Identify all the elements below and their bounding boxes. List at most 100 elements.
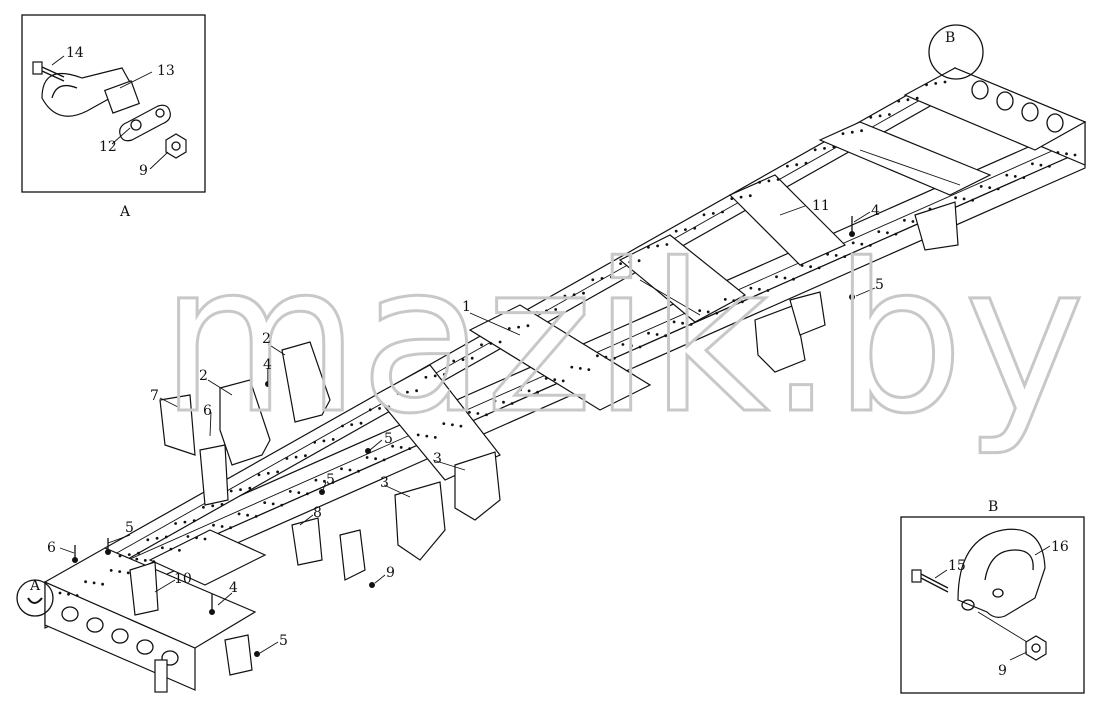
callout-3-upper: 3 xyxy=(433,451,442,467)
rivet-hole xyxy=(776,178,780,181)
rivet-hole xyxy=(313,440,317,444)
rivet-hole xyxy=(783,276,787,280)
rivet-hole xyxy=(485,413,488,417)
rivet-hole xyxy=(665,243,669,246)
rivet-hole xyxy=(851,241,855,245)
rivet-hole xyxy=(647,331,650,335)
rivet-hole xyxy=(689,323,693,326)
rivet-hole xyxy=(609,275,613,279)
rivet-hole xyxy=(535,310,539,314)
rivet-hole xyxy=(711,212,715,215)
inset-a: 14 13 12 9 xyxy=(21,14,206,193)
inset-a-bolt xyxy=(32,61,65,82)
rivet-hole xyxy=(192,519,196,523)
rivet-hole xyxy=(239,488,242,491)
rivet-hole xyxy=(178,548,181,552)
rivet-hole xyxy=(860,129,863,133)
rivet-hole xyxy=(843,255,847,258)
rivet-hole xyxy=(570,365,574,369)
callout-5-crossmember: 5 xyxy=(326,472,335,488)
rivet-hole xyxy=(554,308,558,311)
rivet-hole xyxy=(647,245,650,249)
rivet-hole xyxy=(723,298,727,301)
rivet-hole xyxy=(359,421,363,425)
rivet-hole xyxy=(758,287,761,291)
rivet-hole xyxy=(75,594,79,597)
rivet-hole xyxy=(118,554,122,558)
rivet-hole xyxy=(137,551,140,555)
rivet-hole xyxy=(684,228,687,232)
rivet-hole xyxy=(925,83,928,87)
rivet-hole xyxy=(229,526,233,530)
callout-3-lower: 3 xyxy=(380,475,389,491)
rail-holes xyxy=(58,80,1077,597)
rivet-hole xyxy=(915,96,919,100)
inset-b-label-15: 15 xyxy=(948,558,966,574)
rivet-hole xyxy=(126,571,130,575)
rivet-hole xyxy=(962,197,966,201)
rivet-hole xyxy=(461,358,465,361)
rivet-hole xyxy=(322,439,326,443)
callout-11: 11 xyxy=(812,198,830,214)
rivet-hole xyxy=(517,325,520,329)
callout-7: 7 xyxy=(150,388,159,404)
rivet-hole xyxy=(1022,176,1026,180)
rivet-hole xyxy=(600,277,604,280)
rivet-hole xyxy=(943,80,947,84)
rivet-hole xyxy=(498,340,502,344)
callout-5-mid: 5 xyxy=(384,431,393,447)
rivet-hole xyxy=(280,503,284,507)
rivet-hole xyxy=(1048,164,1051,168)
rivet-hole xyxy=(572,293,576,296)
rivet-hole xyxy=(285,457,289,460)
rivet-hole xyxy=(350,423,354,426)
rivet-hole xyxy=(229,489,233,493)
rivet-hole xyxy=(954,196,957,200)
rivet-hole xyxy=(786,164,789,168)
rivet-hole xyxy=(795,163,799,167)
rivet-hole xyxy=(741,300,744,304)
callout-circle-a: A xyxy=(29,578,41,594)
rivet-hole xyxy=(341,424,344,428)
inset-a-nut xyxy=(165,133,187,159)
rivet-hole xyxy=(84,580,87,584)
rivet-hole xyxy=(433,374,437,378)
rivet-hole xyxy=(979,185,983,188)
rivet-hole xyxy=(878,114,882,118)
rivet-hole xyxy=(212,523,215,527)
rivet-hole xyxy=(637,259,641,263)
rear-crossmember xyxy=(903,67,1087,166)
rivet-hole xyxy=(553,378,557,381)
rivet-hole xyxy=(408,447,412,450)
rivet-hole xyxy=(587,368,591,371)
rivet-hole xyxy=(323,479,326,483)
rivet-hole xyxy=(664,334,667,338)
callout-8: 8 xyxy=(313,505,322,521)
rivet-hole xyxy=(832,145,836,149)
rivet-hole xyxy=(451,423,454,427)
rivet-hole xyxy=(730,197,734,201)
callout-6-mid: 6 xyxy=(203,403,212,419)
rivet-hole xyxy=(903,218,906,222)
rivet-hole xyxy=(578,367,582,370)
rivet-hole xyxy=(425,434,429,438)
callout-9: 9 xyxy=(386,565,395,581)
rivet-hole xyxy=(211,504,215,508)
callout-6-front: 6 xyxy=(47,540,56,556)
rivet-hole xyxy=(681,321,684,325)
rivet-hole xyxy=(314,478,318,482)
rivet-hole xyxy=(220,503,224,506)
leader-lines xyxy=(59,205,876,654)
rivet-hole xyxy=(452,359,456,363)
rivet-hole xyxy=(92,581,96,585)
rivet-hole xyxy=(621,343,625,346)
inset-a-shackle xyxy=(119,104,171,142)
rivet-hole xyxy=(536,390,539,394)
inset-a-caption: A xyxy=(119,204,131,220)
inset-b-bolt xyxy=(911,569,949,593)
rivet-hole xyxy=(519,388,522,392)
rivet-hole xyxy=(276,470,279,474)
part-callouts: A B 1 2 2 3 3 4 4 4 5 5 5 5 5 6 6 7 8 9 … xyxy=(29,30,955,649)
rivet-hole xyxy=(766,289,770,292)
